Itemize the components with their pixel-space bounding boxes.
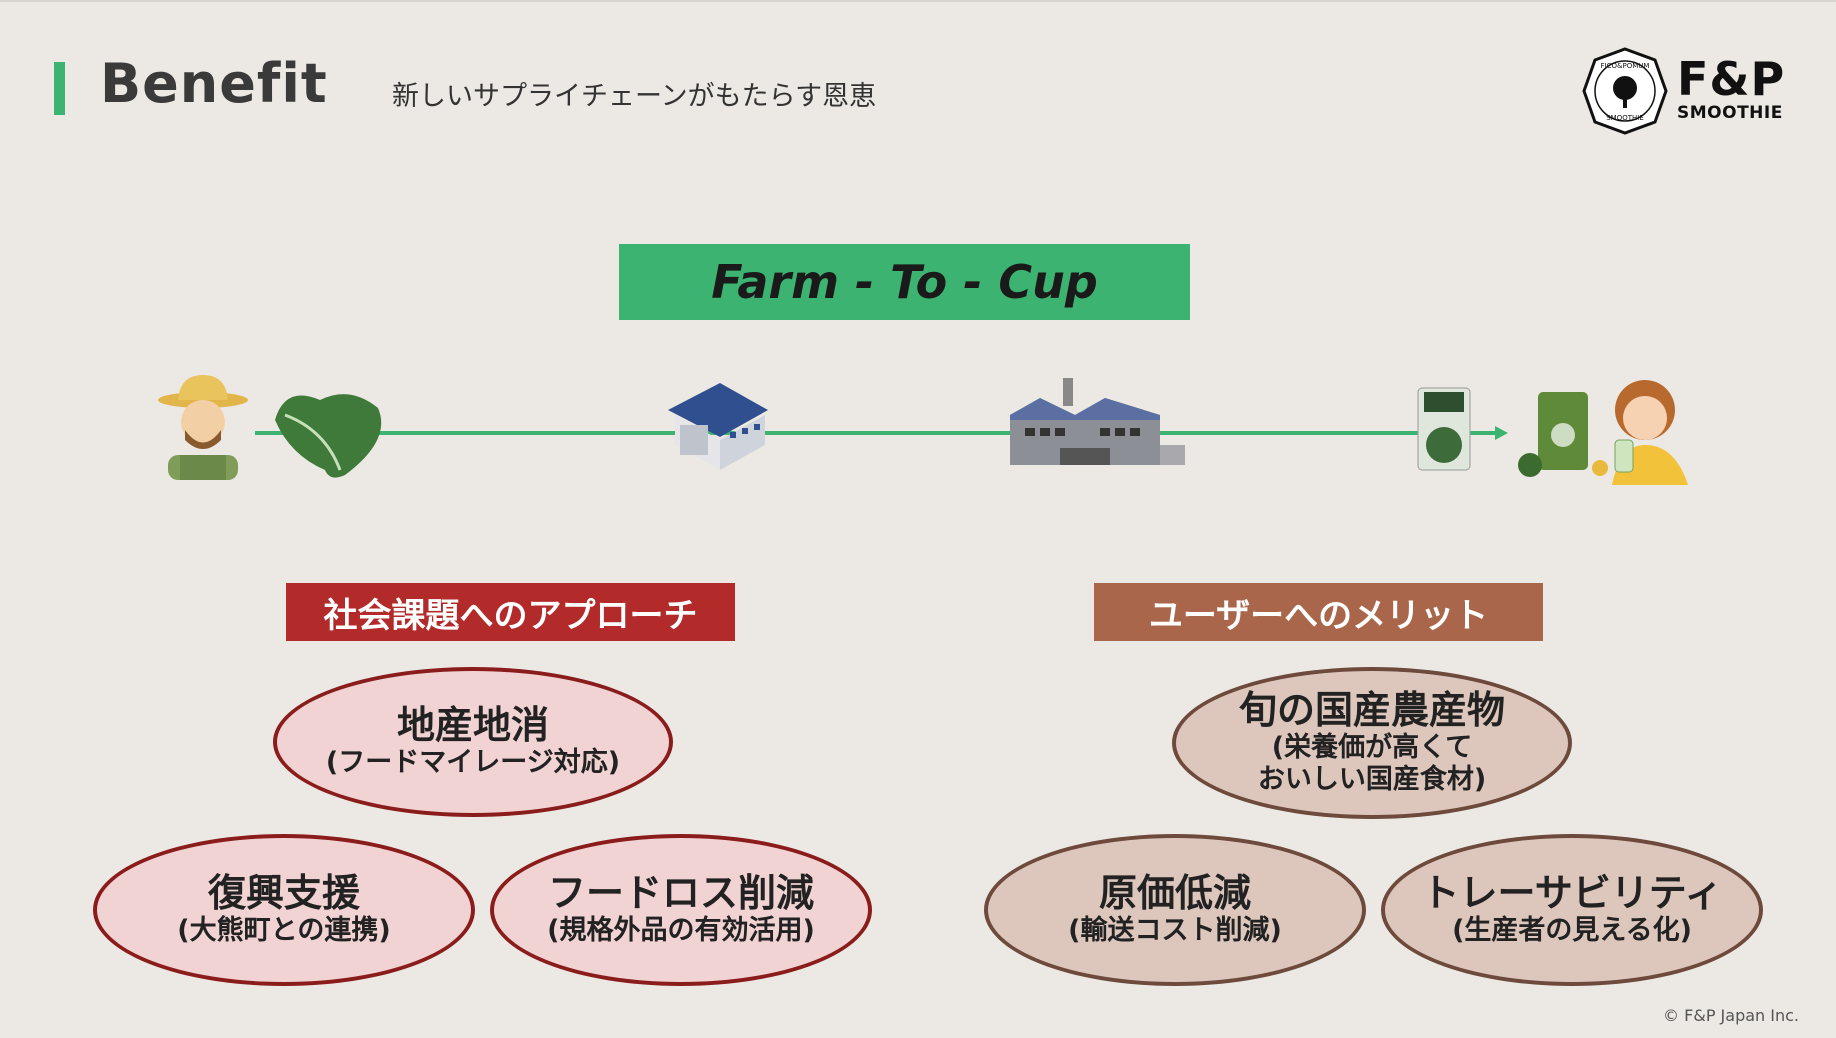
banner-label: Farm - To - Cup	[711, 255, 1098, 309]
copyright-footer: © F&P Japan Inc.	[1663, 1006, 1799, 1025]
top-divider	[0, 0, 1836, 2]
reconstruction-support-ellipse: 復興支援 (大熊町との連携)	[93, 834, 475, 986]
smoothie-pack-icon	[1417, 387, 1471, 471]
ellipse-title: 原価低減	[1098, 870, 1251, 915]
supply-chain-flow	[158, 375, 1688, 485]
user-merits-label: ユーザーへのメリット	[1094, 583, 1543, 641]
ellipse-subtitle: (生産者の見える化)	[1452, 914, 1692, 946]
smoothie-customer-icon	[1518, 380, 1688, 485]
seasonal-produce-ellipse: 旬の国産農産物 (栄養価が高くて おいしい国産食材)	[1172, 667, 1572, 819]
ellipse-subtitle: (規格外品の有効活用)	[547, 914, 815, 946]
ellipse-subtitle: (フードマイレージ対応)	[325, 746, 621, 778]
svg-text:FICO&POMUM: FICO&POMUM	[1601, 62, 1650, 70]
food-loss-reduction-ellipse: フードロス削減 (規格外品の有効活用)	[490, 834, 872, 986]
ellipse-title: トレーサビリティ	[1421, 870, 1723, 915]
factory-icon	[1010, 378, 1185, 465]
page-title: Benefit	[100, 52, 328, 115]
ellipse-title: 地産地消	[396, 702, 549, 747]
ellipse-subtitle: (大熊町との連携)	[177, 914, 391, 946]
svg-text:SMOOTHIE: SMOOTHIE	[1606, 114, 1644, 122]
brand-logo-emblem: FICO&POMUM SMOOTHIE	[1582, 47, 1668, 135]
title-accent-bar	[54, 62, 65, 115]
local-production-ellipse: 地産地消 (フードマイレージ対応)	[273, 667, 673, 817]
ellipse-subtitle-line2: おいしい国産食材)	[1257, 763, 1487, 795]
traceability-ellipse: トレーサビリティ (生産者の見える化)	[1381, 834, 1763, 986]
farm-to-cup-banner: Farm - To - Cup	[619, 244, 1190, 320]
cost-reduction-ellipse: 原価低減 (輸送コスト削減)	[984, 834, 1366, 986]
ellipse-subtitle: (輸送コスト削減)	[1068, 914, 1282, 946]
ellipse-title: 復興支援	[207, 870, 360, 915]
warehouse-icon	[668, 383, 768, 470]
ellipse-title: フードロス削減	[547, 870, 814, 915]
ellipse-title: 旬の国産農産物	[1238, 687, 1505, 732]
brand-name: F&P	[1677, 52, 1786, 106]
social-issues-label: 社会課題へのアプローチ	[286, 583, 735, 641]
farmer-icon	[158, 375, 248, 480]
kale-icon	[275, 394, 382, 478]
brand-subname: SMOOTHIE	[1677, 103, 1783, 123]
flow-arrowhead	[1495, 426, 1508, 440]
page-subtitle: 新しいサプライチェーンがもたらす恩恵	[392, 81, 877, 112]
ellipse-subtitle: (栄養価が高くて	[1271, 731, 1473, 763]
